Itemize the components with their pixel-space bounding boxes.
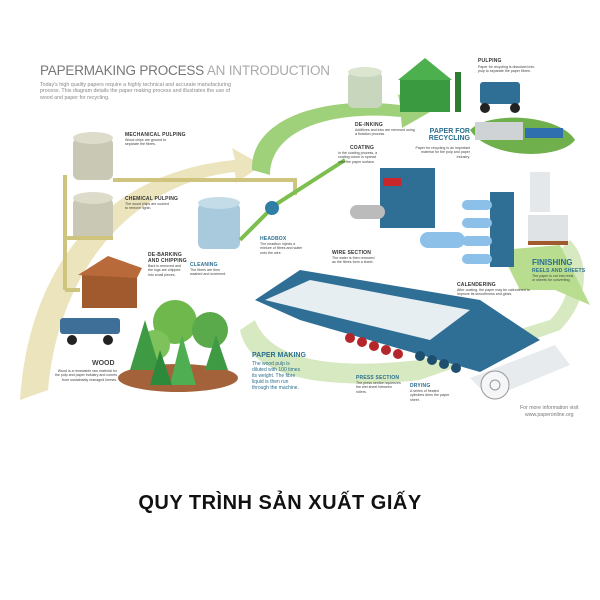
desc-chemical-pulping: The wood chips are cooked to remove lign… bbox=[125, 202, 169, 211]
press-rollers bbox=[345, 333, 403, 359]
mechanical-pulping-tank bbox=[73, 132, 113, 180]
finishing-arrow bbox=[500, 245, 590, 305]
label-paper-for-recycling: PAPER FOR RECYCLING bbox=[428, 128, 470, 142]
label-chemical-pulping: CHEMICAL PULPING bbox=[125, 196, 179, 202]
desc-coating: In the coating process, a coating colour… bbox=[338, 151, 378, 164]
intro-text: Today's high quality papers require a hi… bbox=[40, 82, 231, 101]
label-reels-and-sheets: REELS AND SHEETS bbox=[532, 268, 586, 274]
desc-finishing: The paper is cut into reels or sheets fo… bbox=[532, 274, 574, 283]
label-wood: WOOD bbox=[92, 360, 115, 367]
calendering-machine bbox=[462, 192, 514, 267]
desc-pulping: Paper for recycling is dissolved into pu… bbox=[478, 65, 535, 74]
coating-machine bbox=[350, 168, 465, 248]
label-headbox: HEADBOX bbox=[260, 236, 287, 242]
label-paper-making: PAPER MAKING bbox=[252, 352, 306, 359]
de-inking-tank bbox=[348, 67, 382, 108]
label-pulping: PULPING bbox=[478, 58, 502, 64]
recycling-truck bbox=[480, 82, 520, 113]
wire-section bbox=[265, 280, 470, 340]
more-info-text: For more information visit bbox=[520, 405, 579, 411]
dryer-cylinders bbox=[415, 351, 461, 373]
page-title: PAPERMAKING PROCESS AN INTRODUCTION bbox=[40, 63, 330, 78]
label-wire-section: WIRE SECTION bbox=[332, 250, 372, 256]
pump bbox=[265, 201, 279, 215]
desc-de-inking: Additives and inks are removed using a f… bbox=[355, 128, 415, 137]
desc-paper-making: The wood pulp is diluted with 100 times … bbox=[252, 361, 301, 391]
desc-cleaning: The fibres are then washed and screened. bbox=[190, 268, 227, 277]
label-mechanical-pulping: MECHANICAL PULPING bbox=[125, 132, 186, 138]
more-info-url: www.paperonline.org bbox=[525, 411, 574, 418]
wood-flow-arrow bbox=[20, 148, 262, 400]
desc-press-section: The press section squeezes the wet sheet… bbox=[356, 381, 401, 394]
title-main: PAPERMAKING PROCESS bbox=[40, 63, 204, 78]
pulp-pipe bbox=[63, 175, 297, 292]
label-de-inking: DE-INKING bbox=[355, 122, 383, 128]
label-de-barking: DE-BARKING AND CHIPPING bbox=[148, 252, 187, 264]
desc-calendering: After coating, the paper may be calender… bbox=[457, 288, 530, 297]
finished-paper bbox=[528, 172, 568, 245]
desc-paper-for-recycling: Paper for recycling is an important mate… bbox=[415, 146, 470, 159]
desc-headbox: The headbox injects a mixture of fibres … bbox=[260, 242, 303, 255]
label-drying: DRYING bbox=[410, 383, 431, 389]
cleaning-tank bbox=[198, 197, 240, 249]
paper-stack bbox=[475, 122, 563, 140]
desc-wire-section: The water is then removed as the fibres … bbox=[332, 256, 375, 265]
forest bbox=[130, 300, 228, 385]
title-sub: AN INTRODUCTION bbox=[206, 63, 330, 78]
label-finishing: FINISHING bbox=[532, 258, 573, 267]
label-cleaning: CLEANING bbox=[190, 262, 218, 268]
headbox-pipe bbox=[238, 158, 347, 242]
label-calendering: CALENDERING bbox=[457, 282, 496, 288]
recycling-house bbox=[398, 58, 461, 112]
desc-drying: A series of heated cylinders dries the p… bbox=[410, 389, 450, 402]
desc-mechanical-pulping: Wood chips are ground to separate the fi… bbox=[125, 138, 167, 147]
label-coating: COATING bbox=[350, 145, 375, 151]
green-flow-arrow bbox=[251, 94, 430, 175]
desc-wood: Wood is a renewable raw material for the… bbox=[54, 369, 117, 382]
paper-reel bbox=[470, 345, 570, 400]
chipping-house bbox=[78, 256, 142, 308]
chemical-pulping-tank bbox=[73, 192, 113, 240]
log-truck bbox=[60, 318, 120, 345]
desc-de-barking: Bark is removed and the logs are chipped… bbox=[148, 264, 181, 277]
label-press-section: PRESS SECTION bbox=[356, 375, 400, 381]
caption-title: QUY TRÌNH SẢN XUẤT GIẤY bbox=[138, 492, 422, 514]
